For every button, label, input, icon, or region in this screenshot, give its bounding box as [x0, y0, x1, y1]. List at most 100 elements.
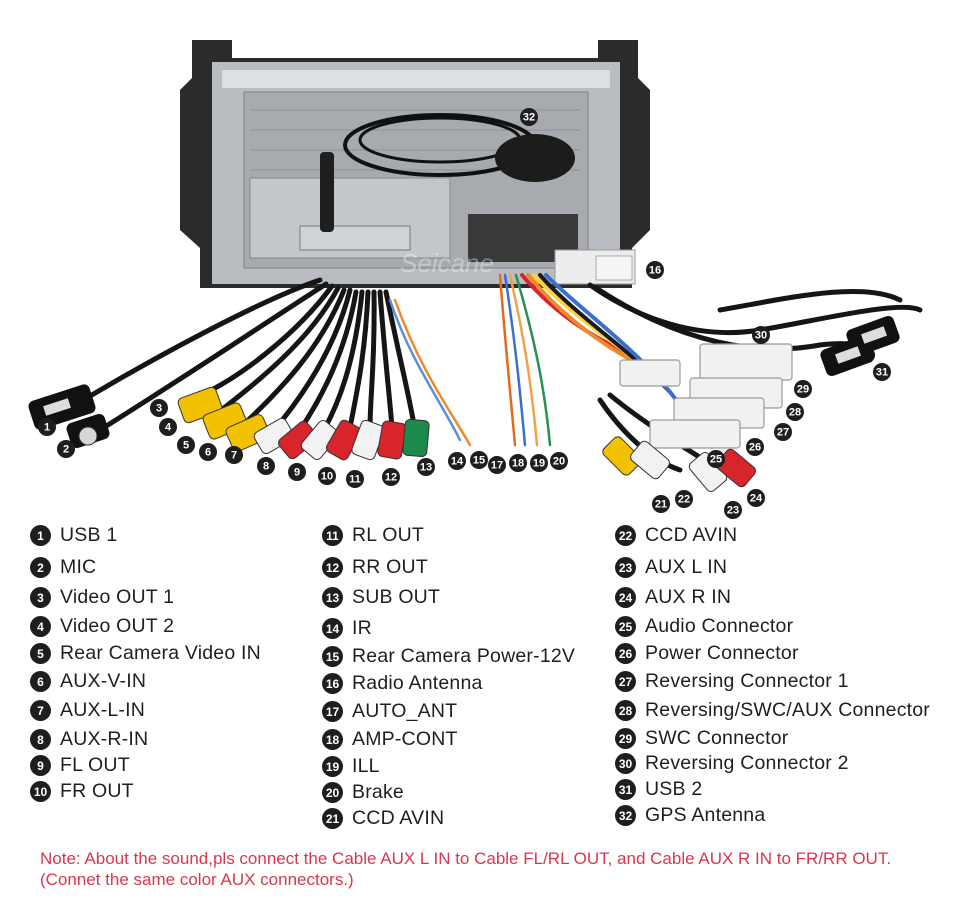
callout-number: 4: [165, 422, 172, 434]
callout-circle: [724, 501, 742, 519]
callout-circle: [382, 468, 400, 486]
callout-number: 24: [750, 493, 763, 505]
callout-circle: [470, 451, 488, 469]
callout-number: 30: [755, 330, 767, 342]
legend-label: Rear Camera Power-12V: [352, 645, 576, 667]
legend-label: FL OUT: [60, 754, 130, 776]
legend-number-badge: 4: [30, 616, 51, 637]
callout-number: 3: [156, 403, 162, 415]
legend-number-badge: 11: [322, 525, 343, 546]
callout-26: 26: [746, 438, 764, 456]
legend-number-badge: 24: [615, 587, 636, 608]
callout-25: 25: [707, 450, 725, 468]
callout-18: 18: [509, 454, 527, 472]
legend-label: Video OUT 1: [60, 586, 175, 608]
legend-number-badge: 9: [30, 755, 51, 776]
callout-number: 18: [512, 458, 524, 470]
legend-item: 16 Radio Antenna: [322, 672, 483, 695]
legend-label: CCD AVIN: [645, 524, 738, 546]
legend-label: AUX L IN: [645, 556, 728, 578]
callout-number: 13: [420, 462, 432, 474]
legend-label: USB 1: [60, 524, 118, 546]
legend-label: Reversing/SWC/AUX Connector: [645, 699, 930, 721]
callout-circle: [346, 470, 364, 488]
callout-number: 8: [263, 461, 269, 473]
callout-29: 29: [794, 380, 812, 398]
legend-label: SWC Connector: [645, 727, 789, 749]
callout-number: 28: [789, 407, 801, 419]
callout-32: 32: [520, 108, 538, 126]
callout-number: 7: [231, 450, 237, 462]
legend-label: SUB OUT: [352, 586, 441, 608]
callout-31: 31: [873, 363, 891, 381]
legend-label: Brake: [352, 781, 404, 803]
callout-number: 2: [63, 444, 69, 456]
legend-number-badge: 27: [615, 671, 636, 692]
callout-circle: [159, 418, 177, 436]
callout-circle: [652, 495, 670, 513]
legend-label: GPS Antenna: [645, 804, 766, 826]
callout-circle: [520, 108, 538, 126]
callout-28: 28: [786, 403, 804, 421]
watermark: Seicane: [400, 248, 494, 278]
callout-27: 27: [774, 423, 792, 441]
callout-circle: [550, 452, 568, 470]
legend-label: RR OUT: [352, 556, 428, 578]
callout-20: 20: [550, 452, 568, 470]
callout-circle: [288, 463, 306, 481]
legend-label: Video OUT 2: [60, 615, 175, 637]
callout-23: 23: [724, 501, 742, 519]
legend-number-badge: 14: [322, 618, 343, 639]
callout-number: 31: [876, 367, 888, 379]
legend-label: Reversing Connector 2: [645, 752, 849, 774]
legend-item: 29 SWC Connector: [615, 727, 788, 750]
legend-label: Rear Camera Video IN: [60, 642, 261, 664]
legend-number-badge: 20: [322, 782, 343, 803]
legend-number-badge: 6: [30, 671, 51, 692]
callout-14: 14: [448, 452, 466, 470]
callout-circle: [318, 467, 336, 485]
callout-number: 16: [649, 265, 661, 277]
callout-circle: [448, 452, 466, 470]
legend-item: 9 FL OUT: [30, 754, 130, 777]
callout-circle: [509, 454, 527, 472]
legend-label: RL OUT: [352, 524, 424, 546]
callout-number: 21: [655, 499, 667, 511]
legend-label: ILL: [352, 755, 380, 777]
legend-label: Radio Antenna: [352, 672, 483, 694]
callout-5: 5: [177, 436, 195, 454]
legend-number-badge: 29: [615, 728, 636, 749]
callout-number: 5: [183, 440, 189, 452]
callout-number: 19: [533, 458, 545, 470]
legend-number-badge: 15: [322, 646, 343, 667]
legend-number-badge: 16: [322, 673, 343, 694]
callout-circle: [38, 418, 56, 436]
legend-number-badge: 13: [322, 587, 343, 608]
callout-circle: [707, 450, 725, 468]
callout-24: 24: [747, 489, 765, 507]
callout-circle: [417, 458, 435, 476]
callout-circle: [646, 261, 664, 279]
callout-circle: [150, 399, 168, 417]
legend-number-badge: 28: [615, 700, 636, 721]
callout-number: 17: [491, 460, 503, 472]
callout-number: 25: [710, 454, 722, 466]
legend-label: AMP-CONT: [352, 728, 458, 750]
callout-13: 13: [417, 458, 435, 476]
legend-number-badge: 23: [615, 557, 636, 578]
callout-circle: [747, 489, 765, 507]
callout-number: 11: [349, 474, 361, 486]
legend-label: MIC: [60, 556, 97, 578]
